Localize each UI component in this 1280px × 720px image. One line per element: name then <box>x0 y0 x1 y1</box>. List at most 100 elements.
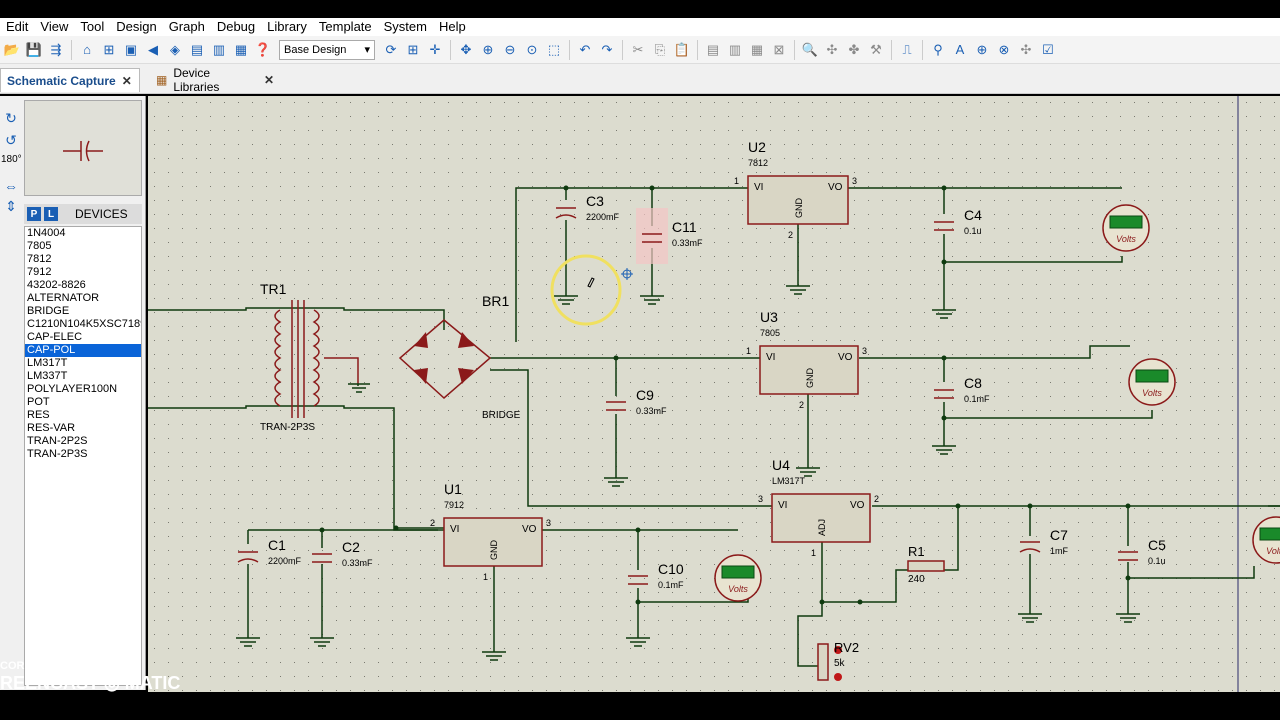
new-sheet-icon[interactable]: ⊕ <box>976 41 988 57</box>
tab-schematic-capture[interactable]: Schematic Capture ✕ <box>0 68 140 92</box>
pick-device-icon[interactable]: 🔍 <box>801 41 819 57</box>
close-icon[interactable]: ✕ <box>263 73 274 87</box>
search-icon[interactable]: ⚲ <box>933 41 943 57</box>
undo-icon[interactable]: ↶ <box>579 41 591 57</box>
redo-icon[interactable]: ↷ <box>601 41 613 57</box>
capacitor-c9[interactable]: C90.33mF <box>606 387 667 416</box>
menu-graph[interactable]: Graph <box>168 19 205 34</box>
block-move-icon[interactable]: ▥ <box>728 41 742 57</box>
bridge-br1[interactable]: BR1 BRIDGE <box>398 293 521 421</box>
help-icon[interactable]: ❓ <box>254 41 272 57</box>
device-list-item[interactable]: C1210N104K5XSC7189 <box>27 318 142 330</box>
copy-icon[interactable]: ⎘ <box>654 41 666 57</box>
block-copy-icon[interactable]: ▤ <box>706 41 720 57</box>
device-list-item[interactable]: TRAN-2P2S <box>27 435 88 447</box>
decompose-icon[interactable]: ⚒ <box>870 41 882 57</box>
menu-edit[interactable]: Edit <box>6 19 29 34</box>
capacitor-c5[interactable]: C50.1u <box>1118 537 1166 566</box>
block-rotate-icon[interactable]: ▦ <box>750 41 764 57</box>
rotation-angle[interactable]: 180° <box>1 154 22 165</box>
cut-icon[interactable]: ✂ <box>632 41 644 57</box>
gerber-icon[interactable]: ◀ <box>148 41 158 57</box>
device-list-item[interactable]: ALTERNATOR <box>27 292 100 304</box>
menu-system[interactable]: System <box>383 19 427 34</box>
import-icon[interactable]: ⇶ <box>50 41 62 57</box>
device-list-item[interactable]: RES <box>27 409 50 421</box>
capacitor-c4[interactable]: C40.1u <box>934 207 982 236</box>
device-list-item[interactable]: 7805 <box>27 240 52 252</box>
menu-help[interactable]: Help <box>438 19 466 34</box>
wire-autorouter-icon[interactable]: ⎍ <box>902 41 912 57</box>
mirror-horizontal-icon[interactable]: ⇔ <box>4 178 18 194</box>
pcb-icon[interactable]: ▣ <box>124 41 138 57</box>
open-icon[interactable]: 📂 <box>3 41 21 57</box>
transformer-tr1[interactable]: TR1 TRAN-2P3S <box>260 281 370 433</box>
schematic-icon[interactable]: ⊞ <box>103 41 115 57</box>
close-icon[interactable]: ✕ <box>121 73 132 88</box>
mirror-vertical-icon[interactable]: ⇕ <box>5 198 17 214</box>
pick-devices-button[interactable]: P <box>27 207 41 221</box>
device-list-item[interactable]: RES-VAR <box>27 422 76 434</box>
rotate-cw-icon[interactable]: ↻ <box>5 110 17 126</box>
device-list-item[interactable]: POLYLAYER100N <box>27 383 118 395</box>
device-list-item[interactable]: 43202-8826 <box>27 279 86 291</box>
menu-tool[interactable]: Tool <box>80 19 105 34</box>
device-list-item[interactable]: 7912 <box>27 266 52 278</box>
voltmeter[interactable]: Volts <box>714 554 762 602</box>
packaging-icon[interactable]: ✤ <box>848 41 860 57</box>
remove-sheet-icon[interactable]: ⊗ <box>998 41 1010 57</box>
3d-icon[interactable]: ◈ <box>170 41 180 57</box>
home-icon[interactable]: ⌂ <box>83 42 91 57</box>
capacitor-c8[interactable]: C80.1mF <box>934 375 990 404</box>
design-select[interactable]: Base Design ▾ <box>279 39 375 60</box>
menu-design[interactable]: Design <box>116 19 157 34</box>
zoom-area-icon[interactable]: ⬚ <box>547 41 561 57</box>
library-manager-button[interactable]: L <box>44 207 58 221</box>
notes-icon[interactable]: ▥ <box>212 41 226 57</box>
rotate-ccw-icon[interactable]: ↺ <box>5 132 17 148</box>
pan-icon[interactable]: ✥ <box>460 41 472 57</box>
menu-library[interactable]: Library <box>267 19 307 34</box>
zoom-in-icon[interactable]: ⊕ <box>482 41 494 57</box>
voltmeter[interactable]: Volts <box>1128 358 1176 406</box>
voltmeter[interactable]: Volts <box>1102 204 1150 252</box>
zoom-all-icon[interactable]: ⊙ <box>526 41 538 57</box>
make-device-icon[interactable]: ✣ <box>826 41 838 57</box>
paste-icon[interactable]: 📋 <box>673 41 691 57</box>
voltmeter[interactable]: Volts <box>1252 516 1280 564</box>
refresh-icon[interactable]: ⟳ <box>385 41 397 57</box>
device-list-item[interactable]: LM317T <box>27 357 68 369</box>
exit-parent-icon[interactable]: ✣ <box>1020 41 1032 57</box>
zoom-out-icon[interactable]: ⊖ <box>504 41 516 57</box>
device-list-item[interactable]: BRIDGE <box>27 305 70 317</box>
device-list-item[interactable]: 7812 <box>27 253 52 265</box>
grid-icon[interactable]: ⊞ <box>407 41 419 57</box>
device-list-item[interactable]: TRAN-2P3S <box>27 448 88 460</box>
menu-debug[interactable]: Debug <box>216 19 256 34</box>
tab-device-libraries[interactable]: ▦ Device Libraries ✕ <box>150 66 280 94</box>
block-delete-icon[interactable]: ⊠ <box>773 41 785 57</box>
electrical-rule-check-icon[interactable]: ☑ <box>1042 41 1054 57</box>
device-list-item[interactable]: POT <box>27 396 50 408</box>
resistor-r1[interactable]: R1 240 <box>907 544 945 585</box>
save-icon[interactable]: 💾 <box>25 41 43 57</box>
device-list-item[interactable]: 1N4004 <box>27 227 66 239</box>
origin-icon[interactable]: ✛ <box>429 41 441 57</box>
device-list-item[interactable]: CAP-ELEC <box>27 331 83 343</box>
capacitor-c2[interactable]: C20.33mF <box>312 539 373 568</box>
device-list-item[interactable]: CAP-POL <box>25 344 141 357</box>
menu-template[interactable]: Template <box>318 19 372 34</box>
bom-icon[interactable]: ▤ <box>190 41 204 57</box>
source-icon[interactable]: ▦ <box>234 41 248 57</box>
property-tool-icon[interactable]: A <box>955 42 965 57</box>
